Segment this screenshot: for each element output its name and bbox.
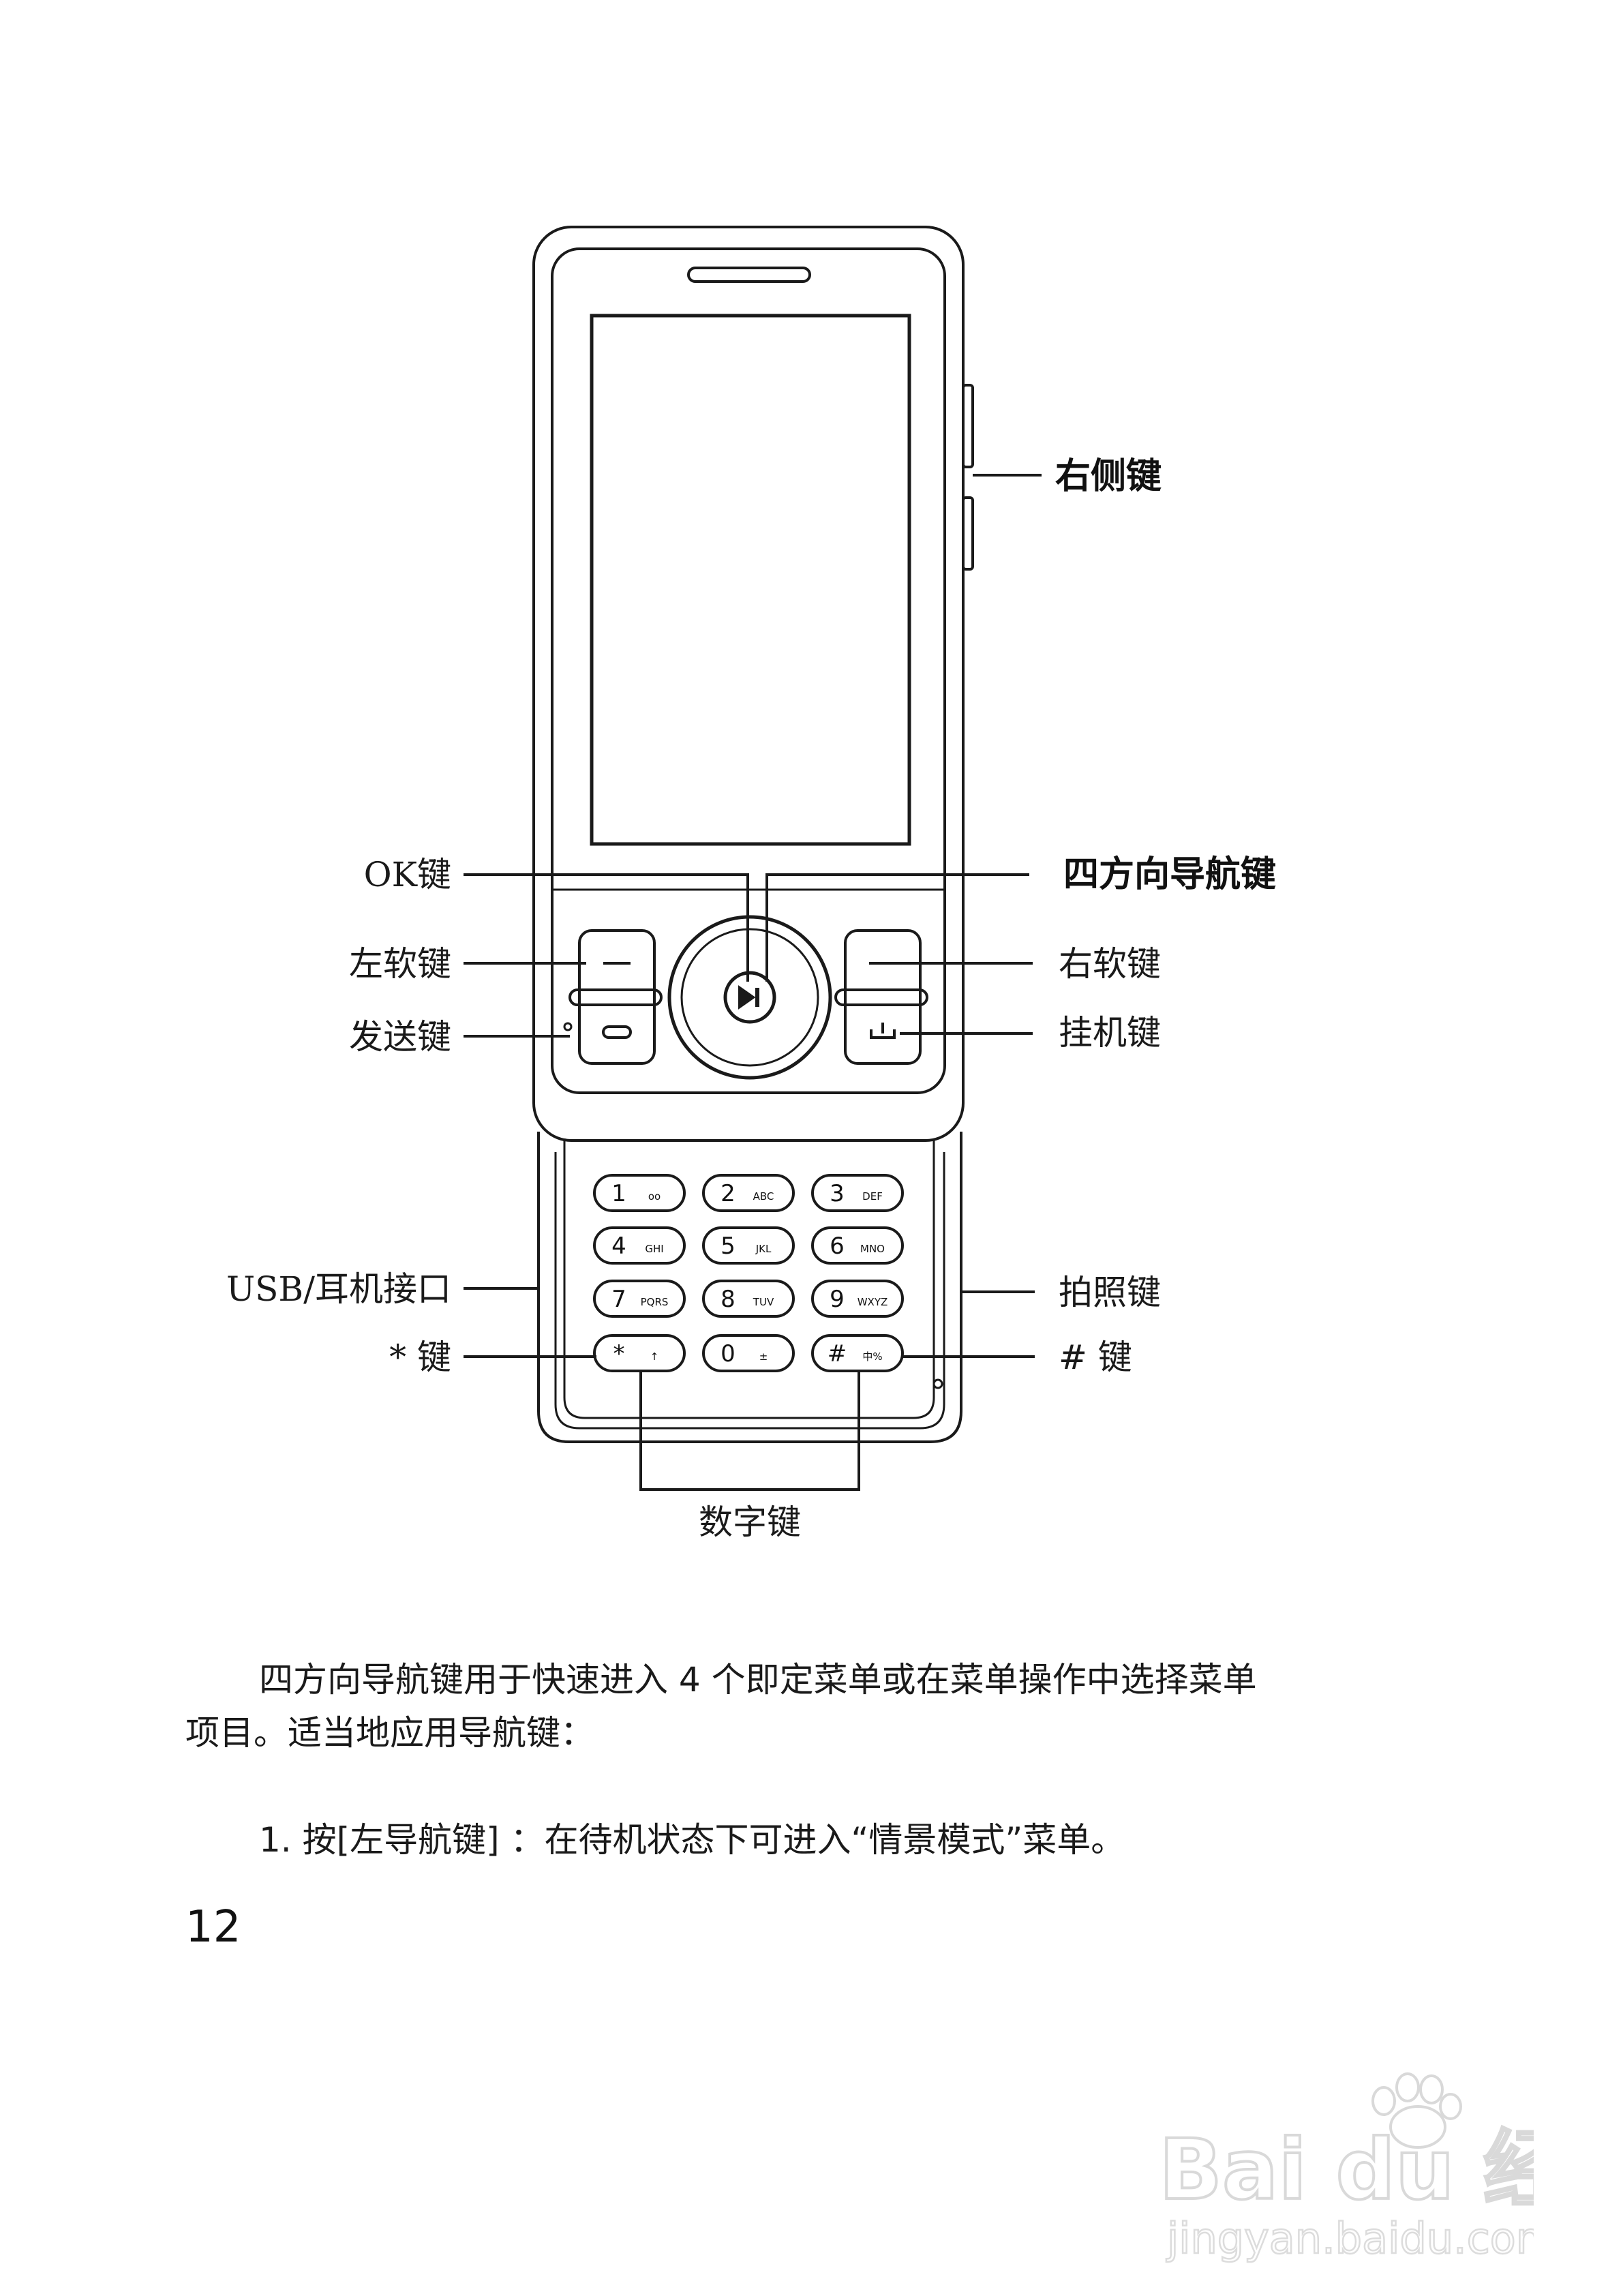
side-key-upper — [962, 384, 974, 468]
list-item-1: 1. 按[左导航键] ：在待机状态下可进入“情景模式”菜单。 — [259, 1820, 1125, 1860]
label-number-keys: 数字键 — [699, 1502, 801, 1542]
keypad-key[interactable]: 8 TUV — [702, 1280, 795, 1318]
label-ok-key: OK键 — [364, 855, 451, 894]
keypad-key[interactable]: 9 WXYZ — [811, 1280, 904, 1318]
label-end-key: 挂机键 — [1059, 1013, 1161, 1053]
ok-key[interactable] — [723, 971, 776, 1024]
label-star-key: * 键 — [389, 1338, 451, 1377]
keypad-key-letters: MNO — [860, 1243, 885, 1255]
paw-icon — [1371, 2072, 1462, 2149]
keypad-key[interactable]: *↑ — [593, 1334, 686, 1372]
label-left-soft-key: 左软键 — [349, 944, 451, 984]
keypad-key-digit: 1 — [611, 1180, 626, 1207]
keypad-key[interactable]: 1 oo — [593, 1174, 686, 1212]
watermark-url: jingyan.baidu.com — [1166, 2214, 1534, 2263]
keypad-key-letters: ± — [759, 1350, 768, 1363]
keypad-key-letters: PQRS — [641, 1296, 669, 1308]
keypad-key[interactable]: 3 DEF — [811, 1174, 904, 1212]
keypad-key-digit: 6 — [830, 1233, 845, 1260]
keypad-key-digit: 8 — [721, 1286, 735, 1313]
keypad-key-digit: 0 — [721, 1340, 735, 1368]
keypad-key-letters: TUV — [753, 1296, 774, 1308]
screen — [590, 314, 911, 846]
keypad-key-digit: 2 — [721, 1180, 735, 1207]
label-hash-key: # 键 — [1059, 1338, 1132, 1377]
keypad-key-letters: JKL — [755, 1243, 772, 1255]
keypad-key-digit: 4 — [611, 1233, 626, 1260]
keypad-key-digit: 5 — [721, 1233, 735, 1260]
keypad-key-letters: ↑ — [650, 1350, 659, 1363]
keypad-key-digit: * — [613, 1340, 625, 1368]
label-nav-key: 四方向导航键 — [1063, 854, 1276, 895]
paragraph-line-2: 项目。适当地应用导航键： — [185, 1713, 594, 1753]
slider-body — [537, 1132, 962, 1443]
right-key-cluster[interactable] — [844, 929, 922, 1065]
page-number: 12 — [185, 1902, 241, 1952]
left-key-cluster[interactable] — [578, 929, 656, 1065]
keypad-key[interactable]: 5 JKL — [702, 1226, 795, 1265]
label-send-key: 发送键 — [349, 1017, 451, 1057]
play-pause-icon — [738, 985, 756, 1010]
label-right-side-key: 右侧键 — [1055, 456, 1162, 497]
keypad-key-digit: # — [828, 1340, 847, 1368]
earpiece — [687, 267, 811, 283]
side-key-lower — [962, 496, 974, 571]
keypad-key[interactable]: 0± — [702, 1334, 795, 1372]
keypad-key[interactable]: 2 ABC — [702, 1174, 795, 1212]
paragraph-line-1: 四方向导航键用于快速进入 4 个即定菜单或在菜单操作中选择菜单 — [259, 1660, 1257, 1700]
label-usb-port: USB/耳机接口 — [226, 1269, 451, 1309]
send-key[interactable] — [602, 1025, 632, 1039]
keypad-key-digit: 3 — [830, 1180, 845, 1207]
keypad-key-digit: 9 — [830, 1286, 845, 1313]
nav-ring[interactable] — [667, 915, 832, 1080]
keypad-key-letters: GHI — [645, 1243, 663, 1255]
watermark-logo: Bai du 经验 — [1159, 2121, 1534, 2218]
keypad-key[interactable]: 6 MNO — [811, 1226, 904, 1265]
keypad-key-letters: 中% — [862, 1350, 882, 1363]
keypad-key-digit: 7 — [611, 1286, 626, 1313]
keypad-key[interactable]: 7 PQRS — [593, 1280, 686, 1318]
keypad-key-letters: ABC — [753, 1190, 774, 1203]
phone-inner-bezel — [551, 247, 946, 1094]
label-right-soft-key: 右软键 — [1059, 944, 1161, 984]
keypad-key-letters: DEF — [862, 1190, 883, 1203]
keypad-key[interactable]: # 中% — [811, 1334, 904, 1372]
keypad-key[interactable]: 4 GHI — [593, 1226, 686, 1265]
phone-outer-body — [532, 226, 965, 1142]
keypad-key-letters: oo — [648, 1190, 661, 1203]
label-camera-key: 拍照键 — [1059, 1273, 1161, 1312]
baidu-watermark: Bai du 经验 jingyan.baidu.com — [1157, 2072, 1534, 2263]
keypad-key-letters: WXYZ — [858, 1296, 888, 1308]
end-key-icon — [870, 1029, 896, 1039]
